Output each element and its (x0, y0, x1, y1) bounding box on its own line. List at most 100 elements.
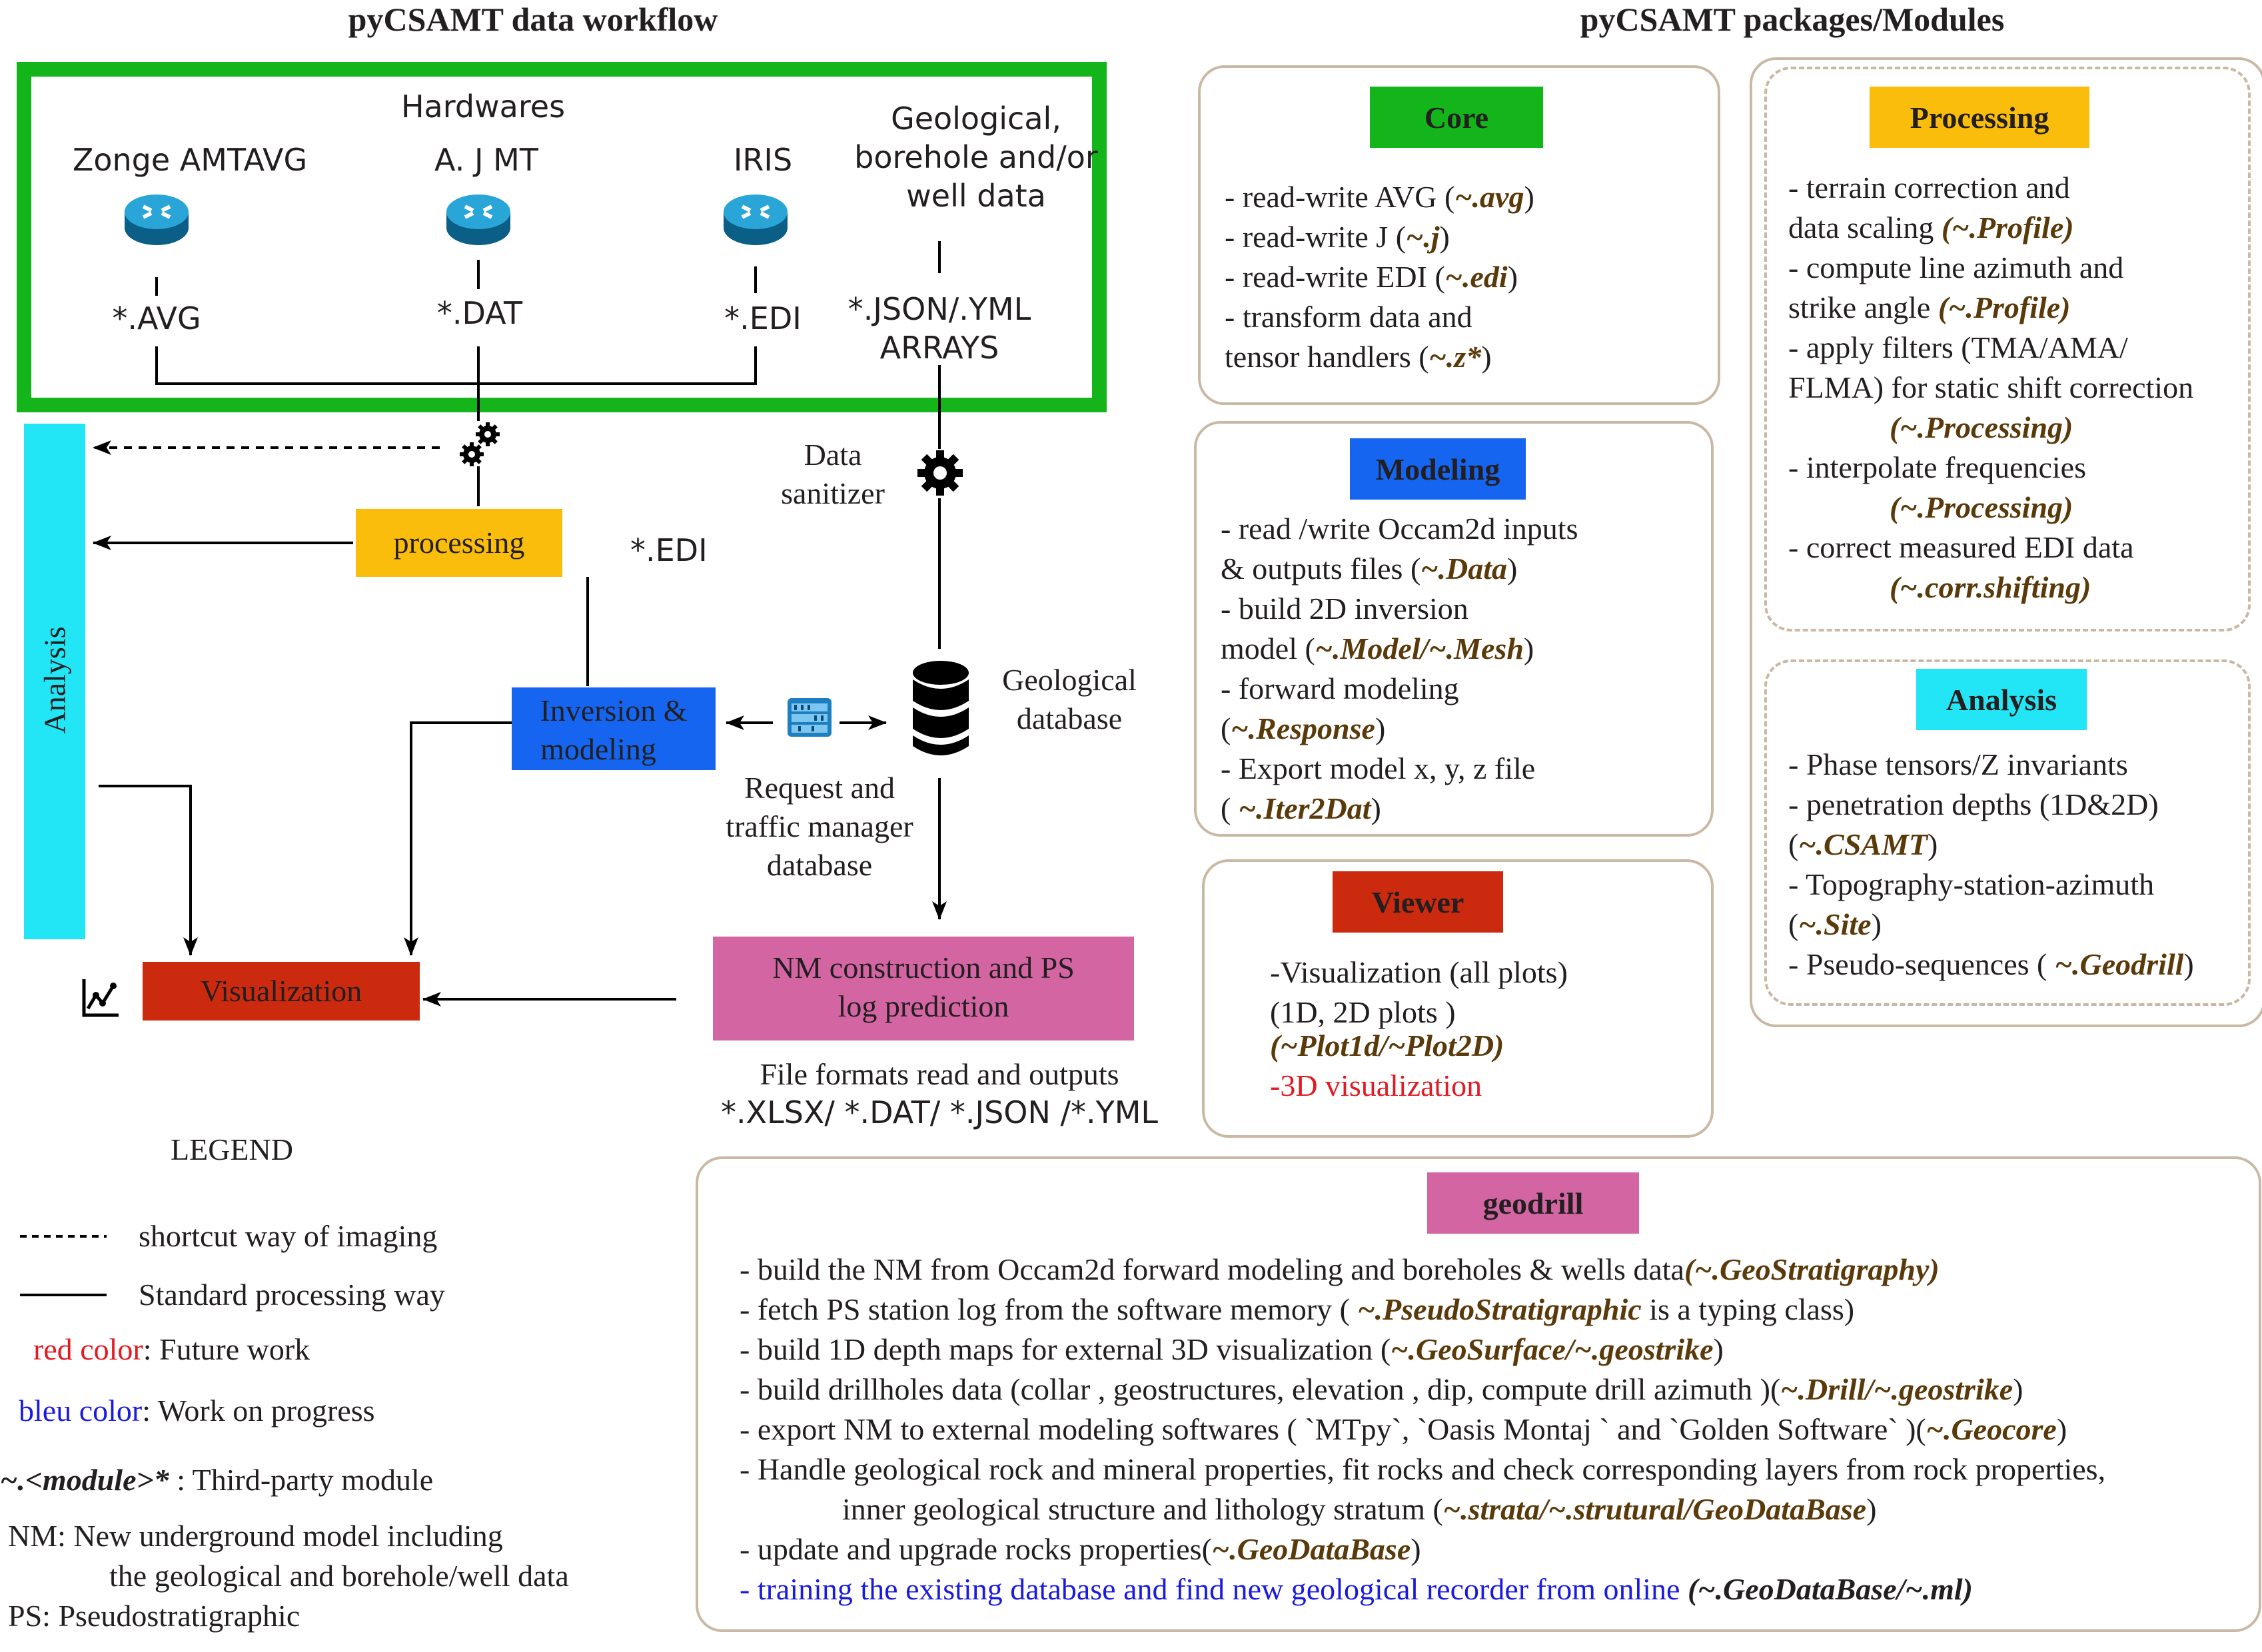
processing-module-box (1764, 67, 2251, 631)
core-line-1-end: ) (1524, 180, 1534, 214)
legend-blue-value: : Work on progress (142, 1394, 375, 1428)
legend-red-value: : Future work (143, 1332, 310, 1366)
modeling-header: Modeling (1350, 438, 1526, 500)
core-module-box (1198, 65, 1720, 405)
analysis-line-4: - Topography-station-azimuth (1788, 867, 2155, 901)
workflow-title: pyCSAMT data workflow (348, 1, 718, 38)
gears-icon (460, 422, 500, 466)
processing-line-4: strike angle (~.Profile) (1788, 288, 2070, 328)
legend-nm-2: the geological and borehole/well data (109, 1559, 569, 1593)
json-format-2: ARRAYS (879, 330, 999, 366)
modeling-line-5: - forward modeling (1221, 671, 1459, 705)
geodrill-line-8-ref: ~.GeoDataBase (1211, 1532, 1411, 1566)
modeling-line-3: - build 2D inversion (1221, 592, 1468, 625)
request-label-1: Request and (744, 771, 895, 805)
legend-blue-key: bleu color (19, 1394, 143, 1428)
geodrill-line-8-end: ) (1411, 1532, 1421, 1566)
modeling-line-2-ref: ~.Data (1420, 552, 1507, 586)
router-icon (446, 195, 510, 245)
gear-icon (917, 450, 963, 496)
geodrill-line-7-ref: ~.strata/~.strutural/GeoDataBase (1442, 1492, 1867, 1526)
geodrill-line-3-end: ) (1713, 1332, 1724, 1366)
analysis-line-3-text: ( (1788, 827, 1799, 861)
geodrill-line-1-ref: (~.GeoStratigraphy) (1684, 1252, 1940, 1286)
geodrill-header: geodrill (1427, 1172, 1639, 1234)
geodrill-line-2: - fetch PS station log from the software… (740, 1290, 1854, 1330)
modeling-line-6-text: ( (1221, 711, 1231, 745)
geodrill-module-box (696, 1156, 2261, 1632)
geodrill-line-1-text: - build the NM from Occam2d forward mode… (740, 1252, 1684, 1286)
analysis-line-6-text: - Pseudo-sequences ( (1788, 947, 2055, 981)
core-header: Core (1370, 87, 1543, 148)
json-format-1: *.JSON/.YML (848, 291, 1031, 327)
geodrill-line-8-text: - update and upgrade rocks properties( (740, 1532, 1212, 1566)
processing-analysis-outer-box (1750, 57, 2262, 1027)
geodrill-line-1: - build the NM from Occam2d forward mode… (740, 1250, 1940, 1290)
analysis-label: Analysis (37, 626, 72, 734)
geodrill-line-3: - build 1D depth maps for external 3D vi… (740, 1330, 1724, 1370)
processing-line-1: - terrain correction and (1788, 171, 2070, 205)
request-label-2: traffic manager (726, 809, 913, 843)
processing-line-11: (~.corr.shifting) (1890, 570, 2091, 604)
modeling-line-8: ( ~.Iter2Dat) (1221, 789, 1381, 829)
processing-line-4-ref: (~.Profile) (1938, 290, 2071, 324)
inversion-label-2: modeling (540, 732, 656, 766)
core-line-5: tensor handlers (~.z*) (1225, 337, 1492, 377)
ajmt-label: A. J MT (434, 142, 538, 178)
geodrill-line-9-ref: (~.GeoDataBase/~.ml) (1680, 1572, 1973, 1606)
analysis-line-6: - Pseudo-sequences ( ~.Geodrill) (1788, 945, 2194, 985)
legend-solid-text: Standard processing way (139, 1278, 445, 1312)
legend-module-value: : Third-party module (169, 1463, 434, 1497)
analysis-line-5-ref: ~.Site (1798, 907, 1872, 941)
legend-ps: PS: Pseudostratigraphic (8, 1599, 300, 1633)
core-line-5-ref: ~.z* (1428, 340, 1482, 374)
geodrill-line-6: - Handle geological rock and mineral pro… (740, 1452, 2106, 1486)
viewer-line-1: -Visualization (all plots) (1270, 955, 1568, 989)
analysis-line-5: (~.Site) (1788, 905, 1882, 945)
legend-red: red color: Future work (33, 1330, 310, 1370)
viewer-header: Viewer (1333, 871, 1503, 933)
processing-line-10: - correct measured EDI data (1788, 530, 2134, 564)
core-line-1: - read-write AVG (~.avg) (1225, 177, 1534, 217)
processing-line-2-text: data scaling (1788, 210, 1942, 244)
analysis-line-6-ref: ~.Geodrill (2054, 947, 2184, 981)
geo-data-label-2: borehole and/or (854, 139, 1098, 175)
zonge-label: Zonge AMTAVG (72, 142, 308, 178)
analysis-line-5-end: ) (1871, 907, 1882, 941)
analysis-module-box (1764, 659, 2251, 1006)
legend-module: ~.<module>* : Third-party module (0, 1460, 433, 1500)
geo-data-label-1: Geological, (891, 101, 1061, 137)
processing-line-2: data scaling (~.Profile) (1788, 208, 2074, 248)
core-line-2-end: ) (1439, 220, 1450, 254)
geodrill-line-9-text: - training the existing database and fin… (740, 1572, 1680, 1606)
server-icon (788, 698, 832, 737)
processing-line-3: - compute line azimuth and (1788, 250, 2124, 284)
geo-data-label-3: well data (906, 178, 1046, 214)
analysis-line-6-end: ) (2183, 947, 2194, 981)
core-line-5-text: tensor handlers ( (1225, 340, 1429, 374)
geodrill-line-9: - training the existing database and fin… (740, 1569, 1973, 1609)
file-formats-list: *.XLSX/ *.DAT/ *.JSON /*.YML (720, 1094, 1159, 1130)
nm-construction-step: NM construction and PS log prediction (713, 937, 1134, 1040)
geodrill-line-4-ref: ~.Drill/~.geostrike (1780, 1372, 2013, 1406)
nm-label-2: log prediction (838, 989, 1009, 1023)
core-line-2-text: - read-write J ( (1225, 220, 1407, 254)
geodrill-line-3-ref: ~.GeoSurface/~.geostrike (1391, 1332, 1714, 1366)
inversion-step: Inversion & modeling (512, 687, 716, 770)
modeling-line-4-text: model ( (1221, 631, 1315, 665)
modeling-line-6: (~.Response) (1221, 709, 1385, 749)
geodrill-line-2-ref: ~.PseudoStratigraphic (1357, 1292, 1642, 1326)
geodrill-line-3-text: - build 1D depth maps for external 3D vi… (740, 1332, 1391, 1366)
geodrill-line-4: - build drillholes data (collar , geostr… (740, 1370, 2023, 1410)
visualization-step: Visualization (143, 962, 420, 1021)
processing-line-4-text: strike angle (1788, 290, 1938, 324)
modules-title: pyCSAMT packages/Modules (1580, 1, 2005, 38)
analysis-line-3: (~.CSAMT) (1788, 825, 1938, 865)
viewer-module-box (1202, 859, 1714, 1138)
core-line-2: - read-write J (~.j) (1225, 217, 1450, 257)
analysis-line-3-end: ) (1928, 827, 1938, 861)
legend-blue: bleu color: Work on progress (19, 1391, 375, 1431)
geodrill-line-5-end: ) (2056, 1412, 2067, 1446)
modeling-line-4-ref: ~.Model/~.Mesh (1315, 631, 1524, 665)
router-icon (125, 195, 189, 245)
